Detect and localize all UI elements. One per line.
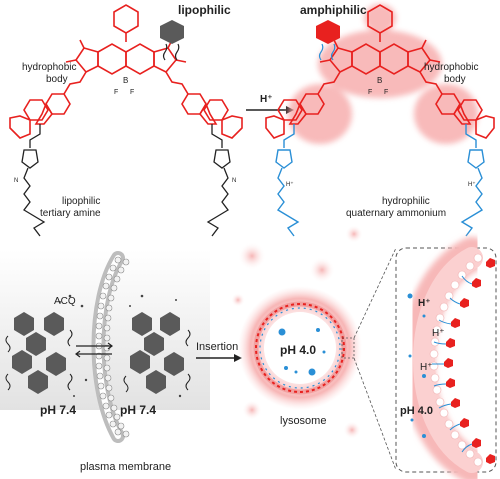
amine-label-right-2: quaternary ammonium <box>346 208 446 219</box>
scattered-particles-left <box>59 294 182 398</box>
ph-left-label: pH 7.4 <box>40 403 76 417</box>
atom-F2-right: F <box>384 89 388 96</box>
ph-right-label: pH 7.4 <box>120 403 156 417</box>
arrow-proton-label: H⁺ <box>260 94 273 105</box>
lipophilic-tag: lipophilic <box>178 3 231 17</box>
atom-N-left: N <box>14 178 18 184</box>
hydrophobic-body-label-right-1: hydrophobic <box>424 62 478 73</box>
atom-F2-left: F <box>130 89 134 96</box>
carbazole-right <box>181 93 243 139</box>
atom-B-left: B <box>123 76 128 85</box>
lipophilic-molecule: B F F N N <box>9 4 243 237</box>
lysosome-ph-label: pH 4.0 <box>280 343 316 357</box>
bodipy-core-right <box>317 39 443 95</box>
zoom-proton-2: H⁺ <box>432 328 445 339</box>
phenyl-ring-right <box>367 4 393 34</box>
atom-B-right: B <box>377 76 382 85</box>
lysosome-label: lysosome <box>280 415 326 427</box>
hydrophilic-chains <box>275 124 485 237</box>
amphiphilic-dye-icon <box>316 20 340 61</box>
zoom-ph-label: pH 4.0 <box>400 405 433 417</box>
hydrophobic-body-label-left-1: hydrophobic <box>22 62 76 73</box>
acq-label: ACQ <box>54 296 76 307</box>
floating-vesicles <box>231 225 363 439</box>
phenyl-ring-left <box>113 4 139 34</box>
lipophilic-dye-icon <box>160 20 184 61</box>
zoom-connector-bottom <box>353 357 397 471</box>
acq-aggregate-left <box>5 312 73 394</box>
amine-label-left-2: tertiary amine <box>40 208 101 219</box>
insertion-arrow <box>196 354 242 362</box>
acq-aggregate-right <box>123 312 191 394</box>
equilibrium-arrows <box>75 342 113 358</box>
hydrophobic-body-label-right-2: body <box>444 74 466 85</box>
bodipy-core-left <box>63 39 189 95</box>
hydrophobic-body-label-left-2: body <box>46 74 68 85</box>
amphiphilic-molecule: B F F H⁺ H⁺ <box>265 4 495 237</box>
amine-label-right-1: hydrophilic <box>382 196 430 207</box>
insertion-label: Insertion <box>196 341 238 353</box>
zoom-inset <box>395 237 497 479</box>
amine-label-left-1: lipophilic <box>62 196 100 207</box>
ammonium-charge-right: H⁺ <box>468 181 476 188</box>
atom-N-right: N <box>232 178 236 184</box>
zoom-selection-box <box>341 337 355 359</box>
protonation-arrow <box>246 106 294 114</box>
ammonium-charge-left: H⁺ <box>286 181 294 188</box>
atom-F1-right: F <box>368 89 372 96</box>
lysosome <box>238 286 362 410</box>
amphiphilic-tag: amphiphilic <box>300 3 367 17</box>
atom-F1-left: F <box>114 89 118 96</box>
zoom-proton-1: H⁺ <box>418 298 431 309</box>
zoom-connector-top <box>353 247 397 339</box>
linker-chains-left <box>21 124 231 237</box>
plasma-membrane-label: plasma membrane <box>80 461 171 473</box>
zoom-proton-3: H⁺ <box>420 362 433 373</box>
